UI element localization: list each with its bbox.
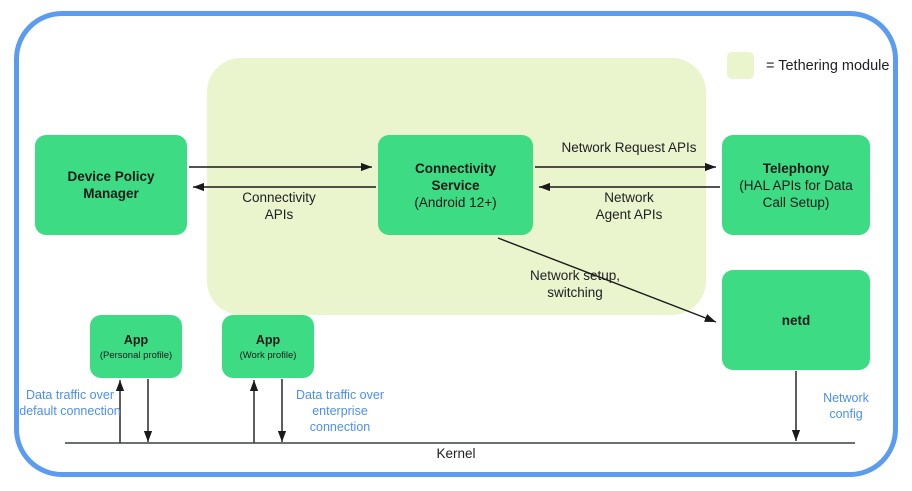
node-title: App	[255, 332, 281, 347]
node-subtitle: (HAL APIs for Data	[739, 177, 853, 193]
edge-label-network-config: Network config	[823, 391, 869, 421]
node-netd[interactable]: netd	[722, 270, 870, 370]
node-title: Device Policy	[67, 169, 155, 184]
edge-label-network-request-apis: Network Request APIs	[561, 140, 697, 155]
edge-label-data-traffic-enterprise: Data traffic over enterprise connection	[295, 388, 384, 434]
edge-label-network-agent-apis: Network Agent APIs	[595, 190, 663, 222]
edge-label-network-setup-switching: Network setup, switching	[529, 268, 621, 300]
node-app-work-profile[interactable]: App (Work profile)	[222, 315, 314, 378]
node-title-line2: Manager	[83, 186, 139, 201]
node-connectivity-service[interactable]: Connectivity Service (Android 12+)	[378, 135, 533, 235]
node-subtitle: (Work profile)	[239, 349, 297, 361]
edge-label-connectivity-apis: Connectivity APIs	[242, 190, 316, 222]
node-subtitle: (Personal profile)	[99, 349, 173, 361]
node-title-line2: Service	[431, 177, 480, 193]
node-title: Telephony	[762, 160, 830, 176]
node-telephony[interactable]: Telephony (HAL APIs for Data Call Setup)	[722, 135, 870, 235]
device-frame	[14, 11, 898, 477]
node-title: netd	[781, 312, 811, 328]
node-app-personal-profile[interactable]: App (Personal profile)	[90, 315, 182, 378]
legend-label-tethering: = Tethering module	[766, 57, 890, 74]
edge-label-data-traffic-default: Data traffic over default connection	[19, 388, 121, 418]
node-subtitle-line2: Call Setup)	[762, 194, 830, 210]
node-title: App	[123, 332, 149, 347]
legend-swatch-tethering	[727, 52, 754, 79]
legend: = Tethering module	[727, 52, 889, 79]
node-subtitle: (Android 12+)	[414, 194, 497, 210]
kernel-label: Kernel	[436, 446, 476, 461]
node-title: Connectivity	[414, 160, 496, 176]
node-device-policy-manager[interactable]: Device Policy Manager	[35, 135, 187, 235]
